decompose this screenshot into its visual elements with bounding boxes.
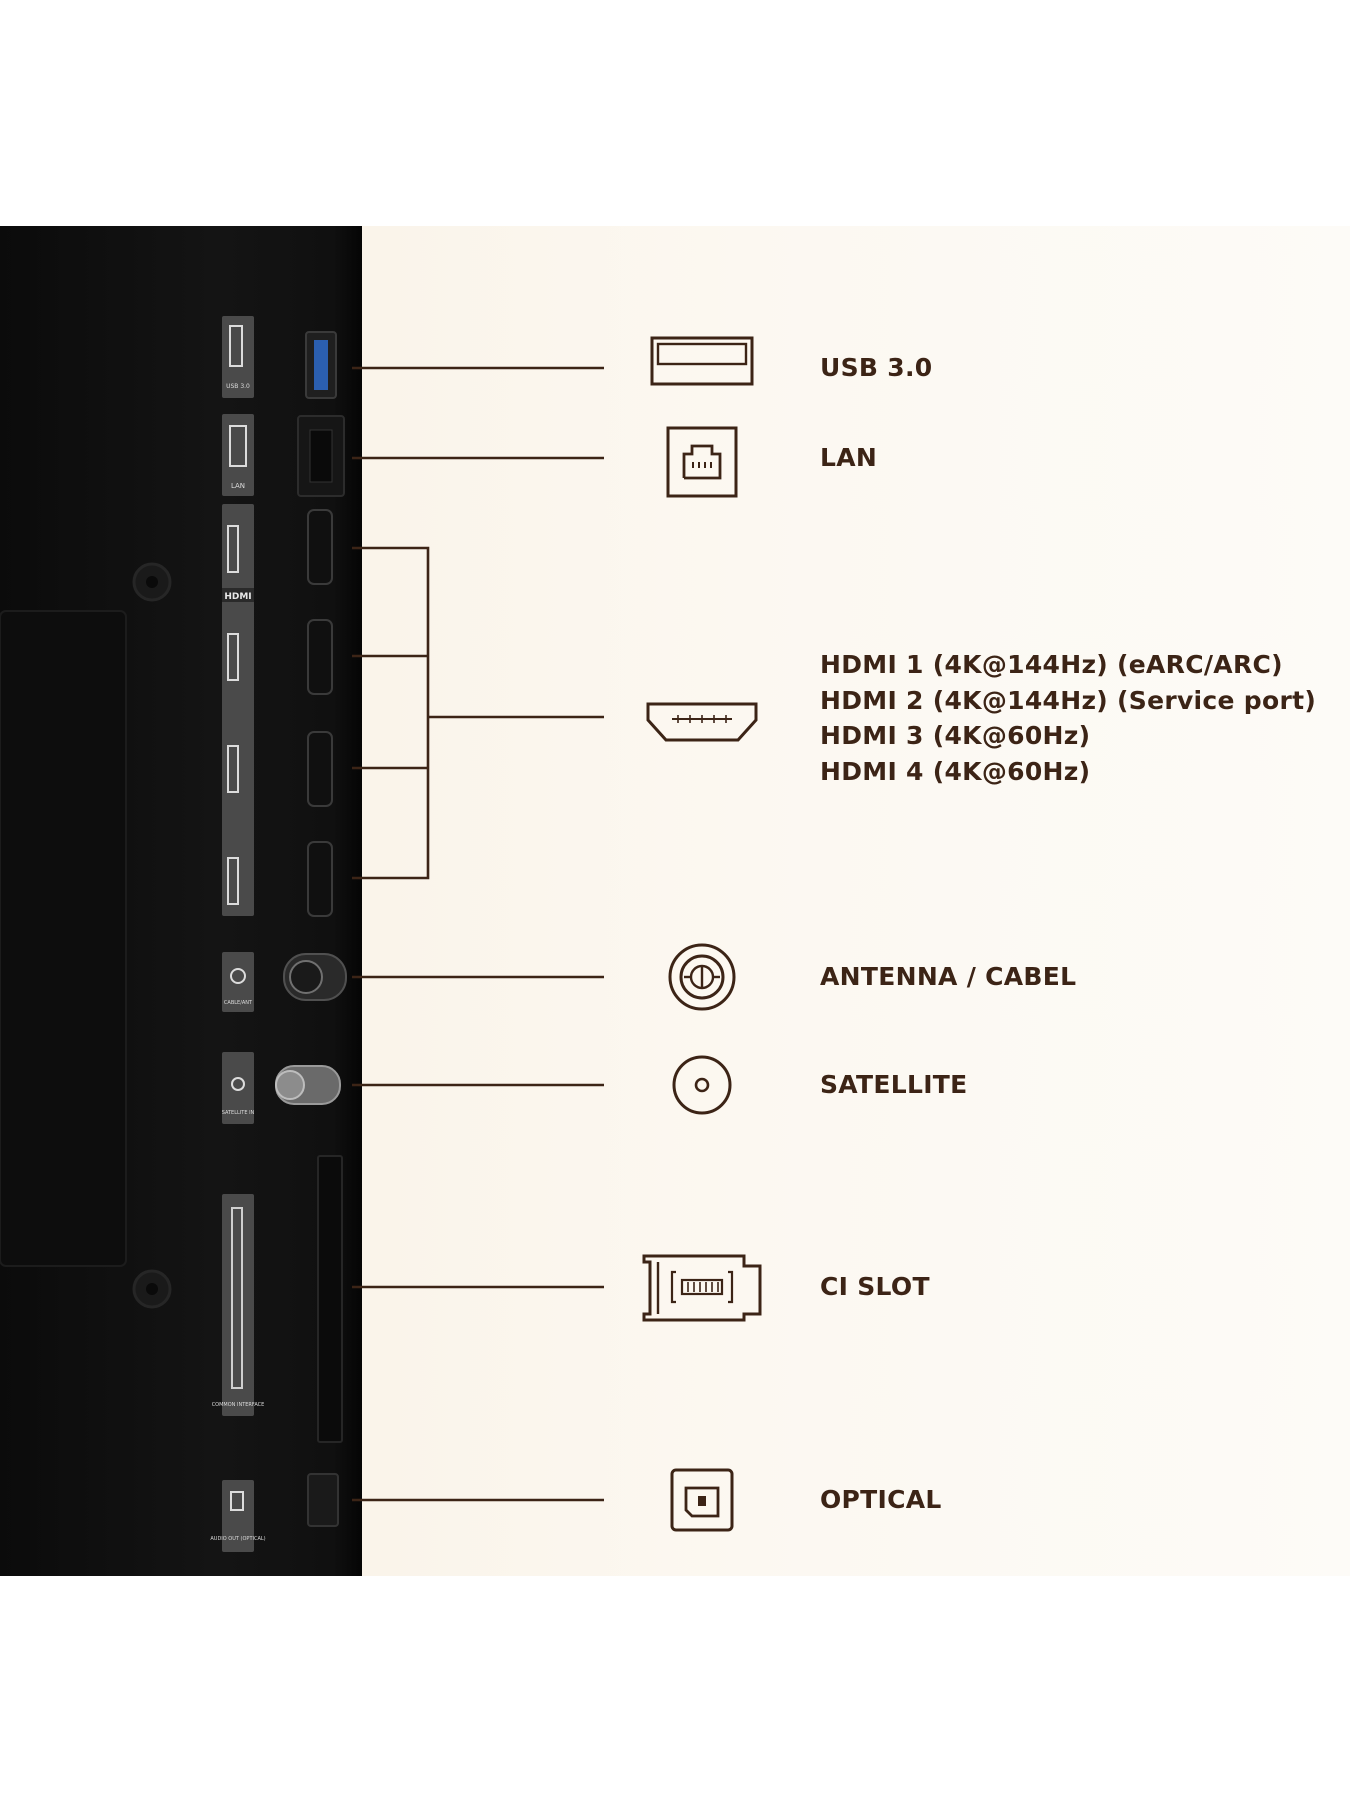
tv-rear-details: USB 3.0 LAN HDMI CABLE/ANT SATELLITE IN	[0, 316, 347, 1552]
satellite-label: SATELLITE	[820, 1070, 968, 1099]
hdmi1-port	[307, 509, 333, 585]
hdmi2-strip-glyph	[227, 633, 239, 681]
ci-slot-icon	[642, 1254, 762, 1322]
usb-strip-glyph	[229, 325, 243, 367]
sat-label-strip	[222, 1052, 254, 1124]
hdmi-1-label: HDMI 1 (4K@144Hz) (eARC/ARC)	[820, 650, 1283, 679]
ci-strip-glyph	[231, 1207, 243, 1389]
sat-strip-glyph	[231, 1077, 245, 1091]
diagram-artwork: USB 3.0 LAN HDMI CABLE/ANT SATELLITE IN	[0, 316, 762, 1552]
hdmi4-port	[307, 841, 333, 917]
usb-icon	[650, 336, 754, 386]
hdmi-label-strip	[222, 504, 254, 916]
sat-strip-text: SATELLITE IN	[222, 1110, 255, 1116]
satellite-icon	[672, 1055, 732, 1115]
optical-label: OPTICAL	[820, 1485, 942, 1514]
hdmi-bracket	[352, 546, 430, 880]
hdmi-labels: HDMI 1 (4K@144Hz) (eARC/ARC) HDMI 2 (4K@…	[820, 647, 1316, 789]
ant-strip-text: CABLE/ANT	[224, 1000, 253, 1006]
connector-lines	[352, 366, 604, 1502]
antenna-icon	[668, 943, 736, 1011]
lan-icon	[666, 426, 738, 498]
hdmi-strip-logo: HDMI	[224, 592, 251, 602]
hdmi-icon	[646, 702, 758, 742]
port-icons	[642, 336, 762, 1532]
antenna-label: ANTENNA / CABEL	[820, 962, 1077, 991]
antenna-port-ring	[289, 960, 323, 994]
hdmi4-strip-glyph	[227, 857, 239, 905]
usb-strip-text: USB 3.0	[226, 383, 250, 390]
lan-strip-glyph	[229, 425, 247, 467]
ant-strip-glyph	[230, 968, 246, 984]
hdmi3-port	[307, 731, 333, 807]
optical-strip-glyph	[230, 1491, 244, 1511]
ci-label-strip	[222, 1194, 254, 1416]
hdmi-2-label: HDMI 2 (4K@144Hz) (Service port)	[820, 685, 1317, 715]
rear-recess	[0, 610, 127, 1267]
screw-hole-top	[146, 576, 158, 588]
hdmi-logo-band	[222, 588, 254, 602]
lan-port-socket	[309, 429, 333, 483]
diagram-panel: USB 3.0 LAN HDMI CABLE/ANT SATELLITE IN	[0, 226, 1350, 1576]
ci-slot-label: CI SLOT	[820, 1272, 930, 1301]
hdmi2-port	[307, 619, 333, 695]
lan-strip-text: LAN	[231, 482, 245, 490]
ci-strip-text: COMMON INTERFACE	[212, 1402, 265, 1408]
ci-slot-physical	[317, 1155, 343, 1443]
optical-strip-text: AUDIO OUT (OPTICAL)	[210, 1536, 265, 1542]
optical-icon	[670, 1468, 734, 1532]
hdmi1-strip-glyph	[227, 525, 239, 573]
optical-port	[307, 1473, 339, 1527]
usb-label: USB 3.0	[820, 353, 933, 382]
hdmi-3-label: HDMI 3 (4K@60Hz)	[820, 721, 1091, 750]
lan-label: LAN	[820, 443, 878, 472]
usb-port-insert	[314, 340, 328, 390]
satellite-port-nut	[275, 1070, 305, 1100]
screw-hole-bottom	[146, 1283, 158, 1295]
hdmi3-strip-glyph	[227, 745, 239, 793]
hdmi-4-label: HDMI 4 (4K@60Hz)	[820, 756, 1091, 786]
